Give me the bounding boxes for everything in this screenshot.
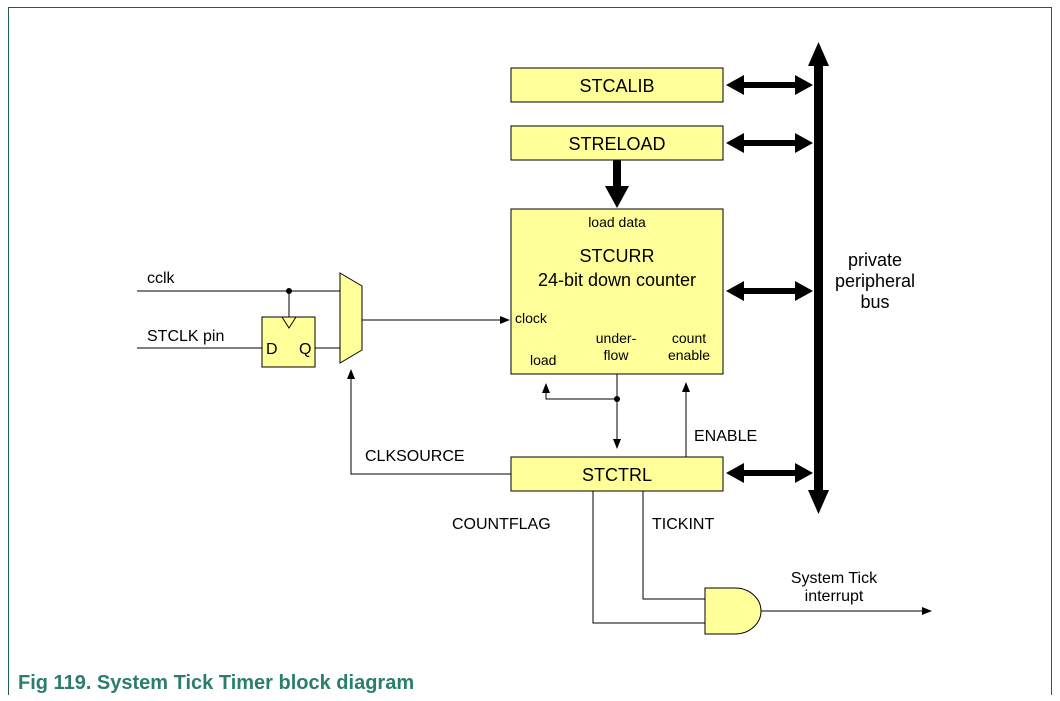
and-gate xyxy=(704,587,762,635)
figure-caption: Fig 119. System Tick Timer block diagram xyxy=(18,672,415,694)
stcurr-bus-arrow xyxy=(726,281,813,301)
svg-text:24-bit down counter: 24-bit down counter xyxy=(538,270,696,290)
svg-text:Q: Q xyxy=(299,341,311,358)
underflow-junction xyxy=(614,396,620,402)
bus-label: private peripheral bus xyxy=(835,250,915,312)
svg-text:clock: clock xyxy=(515,310,548,326)
system-tick-interrupt-output: System Tick interrupt xyxy=(761,570,932,615)
svg-text:STCTRL: STCTRL xyxy=(582,465,652,485)
svg-text:COUNTFLAG: COUNTFLAG xyxy=(452,516,551,533)
streload-block: STRELOAD xyxy=(510,125,724,161)
svg-text:STCLK pin: STCLK pin xyxy=(147,328,224,345)
flip-flop: D Q xyxy=(261,291,316,368)
svg-text:cclk: cclk xyxy=(147,270,176,287)
svg-text:load data: load data xyxy=(588,214,646,230)
peripheral-bus xyxy=(808,42,829,514)
stcurr-block: load data STCURR 24-bit down counter clo… xyxy=(510,208,724,375)
stclk-pin-input: STCLK pin xyxy=(137,328,262,349)
svg-text:bus: bus xyxy=(860,292,889,312)
svg-text:enable: enable xyxy=(668,347,710,363)
svg-text:STRELOAD: STRELOAD xyxy=(568,134,665,154)
svg-text:STCALIB: STCALIB xyxy=(579,76,654,96)
svg-text:CLKSOURCE: CLKSOURCE xyxy=(365,448,465,465)
cclk-junction xyxy=(286,288,292,294)
countflag-signal: COUNTFLAG xyxy=(452,491,705,624)
svg-text:count: count xyxy=(672,330,706,346)
underflow-wiring xyxy=(542,374,621,449)
enable-signal: ENABLE xyxy=(682,382,757,457)
svg-text:under-: under- xyxy=(596,330,637,346)
tickint-signal: TICKINT xyxy=(642,491,714,600)
stcalib-block: STCALIB xyxy=(510,67,724,103)
clksource-signal: CLKSOURCE xyxy=(347,369,511,475)
streload-bus-arrow xyxy=(726,133,813,153)
svg-text:TICKINT: TICKINT xyxy=(652,516,714,533)
svg-text:load: load xyxy=(530,352,556,368)
svg-text:System Tick: System Tick xyxy=(791,570,878,587)
clock-mux xyxy=(339,272,363,364)
svg-text:D: D xyxy=(266,341,278,358)
cclk-input: cclk xyxy=(137,270,340,292)
stcalib-bus-arrow xyxy=(726,75,813,95)
reload-data-arrow xyxy=(605,160,629,208)
svg-text:flow: flow xyxy=(604,347,630,363)
svg-text:interrupt: interrupt xyxy=(805,588,864,605)
stctrl-block: STCTRL xyxy=(510,456,724,492)
svg-text:ENABLE: ENABLE xyxy=(694,428,757,445)
stctrl-bus-arrow xyxy=(726,463,813,483)
svg-text:private: private xyxy=(848,250,902,270)
svg-text:STCURR: STCURR xyxy=(580,246,655,266)
figure-frame xyxy=(8,7,1052,695)
svg-text:peripheral: peripheral xyxy=(835,271,915,291)
